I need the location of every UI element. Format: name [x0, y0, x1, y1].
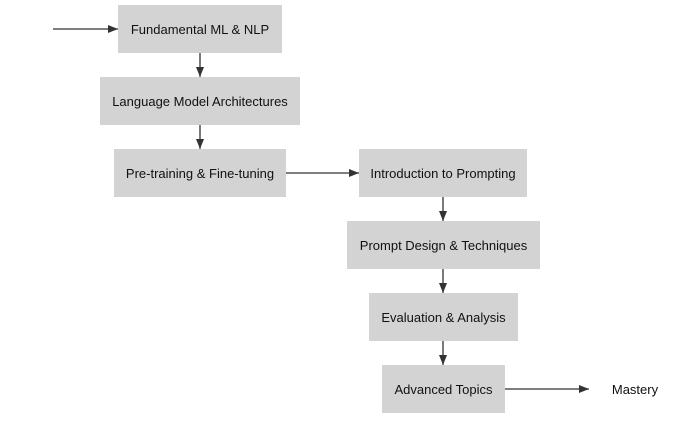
node-language-model-architectures: Language Model Architectures	[100, 77, 300, 125]
end-label: Mastery	[611, 381, 659, 397]
node-advanced-topics: Advanced Topics	[382, 365, 505, 413]
node-label: Language Model Architectures	[112, 93, 288, 109]
node-label: Fundamental ML & NLP	[130, 21, 270, 37]
node-prompt-design-techniques: Prompt Design & Techniques	[347, 221, 540, 269]
node-label: Pre-training & Fine-tuning	[125, 165, 275, 181]
node-label: Introduction to Prompting	[370, 165, 516, 181]
node-label: Advanced Topics	[394, 381, 493, 397]
node-evaluation-analysis: Evaluation & Analysis	[369, 293, 518, 341]
node-introduction-to-prompting: Introduction to Prompting	[359, 149, 527, 197]
node-label: Prompt Design & Techniques	[359, 237, 528, 253]
node-mastery: Mastery	[595, 377, 675, 401]
node-pretraining-finetuning: Pre-training & Fine-tuning	[114, 149, 286, 197]
node-label: Evaluation & Analysis	[381, 309, 506, 325]
node-fundamental-ml-nlp: Fundamental ML & NLP	[118, 5, 282, 53]
